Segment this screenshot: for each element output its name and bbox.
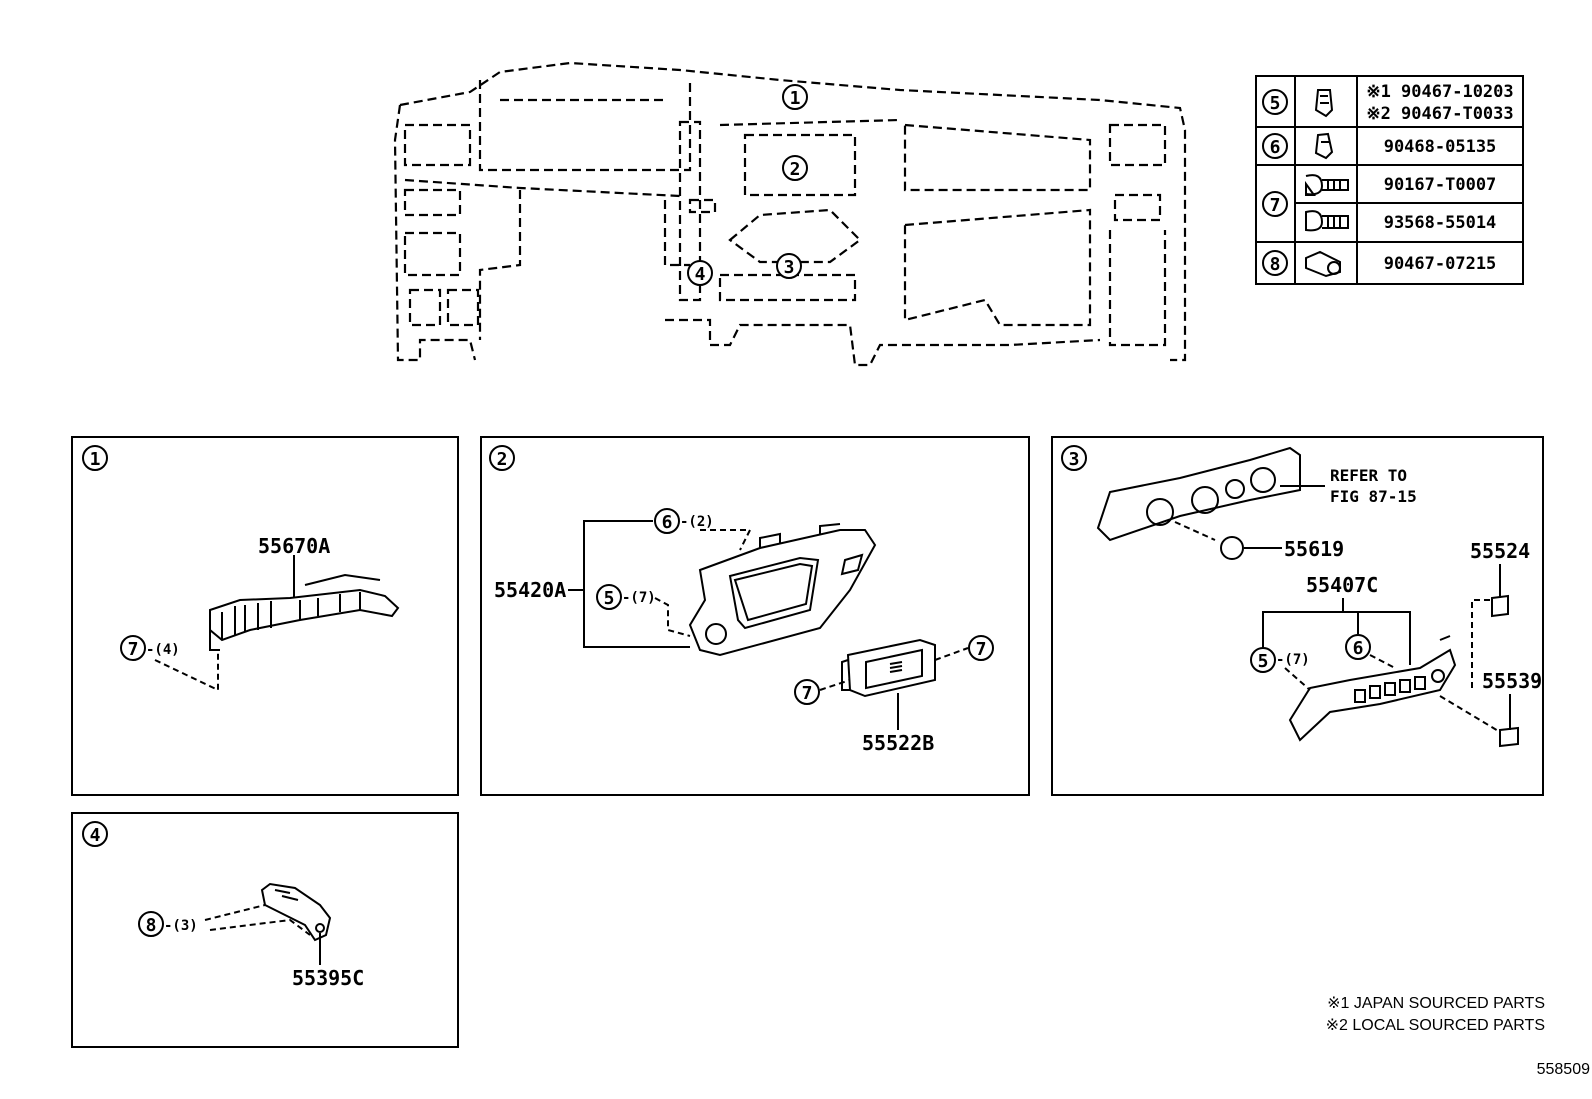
svg-text:3: 3 [784, 257, 795, 278]
svg-text:1: 1 [790, 88, 801, 109]
figure-code: 558509 [1537, 1061, 1590, 1078]
overview-callout-2: 2 [782, 155, 808, 181]
callout-7-left: 7 [802, 683, 813, 704]
callout-6: 6 [662, 512, 673, 533]
table-row: 93568-55014 [1305, 210, 1497, 233]
bolt-icon [1305, 250, 1341, 278]
quantity-3: -(3) [164, 918, 198, 934]
clip-icon [1314, 132, 1334, 160]
callout-6-panel3: 6 [1353, 638, 1364, 659]
dashboard-overview [393, 61, 1187, 367]
svg-text:93568-55014: 93568-55014 [1384, 213, 1497, 233]
panel-2-badge: 2 [497, 449, 508, 470]
callout-7-right: 7 [976, 639, 987, 660]
svg-text:90167-T0007: 90167-T0007 [1384, 175, 1497, 195]
svg-text:6: 6 [1270, 137, 1281, 158]
table-row: 6 90468-05135 [1262, 132, 1497, 160]
part-label-55524: 55524 [1470, 539, 1530, 563]
switch-unit-part [841, 638, 936, 698]
overview-callout-4: 4 [687, 260, 713, 286]
switch-panel-part [1288, 635, 1457, 742]
panel-3: 3 REFER TO FIG 87-15 55619 55524 55407C … [1051, 436, 1544, 796]
svg-text:※2 90467-T0033: ※2 90467-T0033 [1366, 104, 1513, 124]
callout-5: 5 [604, 588, 615, 609]
bracket-part [260, 882, 332, 942]
panel-1: 1 55670A 7 -(4) [71, 436, 459, 796]
knob-icon [1220, 536, 1244, 560]
svg-text:90468-05135: 90468-05135 [1384, 137, 1497, 157]
refer-to-label: REFER TO [1330, 466, 1407, 485]
climate-panel-part [1096, 446, 1301, 542]
callout-8: 8 [146, 915, 157, 936]
panel-4: 4 8 -(3) 55395C [71, 812, 459, 1048]
hardware-table: 5 ※1 90467-10203 ※2 90467-T0033 6 90468-… [1255, 75, 1524, 285]
svg-text:7: 7 [1270, 195, 1281, 216]
svg-text:8: 8 [1270, 254, 1281, 275]
svg-text:90467-07215: 90467-07215 [1384, 254, 1497, 274]
display-panel-part [688, 523, 877, 657]
svg-text:4: 4 [695, 264, 706, 285]
part-label-55420A: 55420A [494, 578, 566, 602]
callout-7: 7 [128, 639, 139, 660]
panel-2: 2 55420A 6 -(2) 5 -(7) 7 [480, 436, 1030, 796]
part-label-55670A: 55670A [258, 534, 330, 558]
panel-4-badge: 4 [90, 825, 101, 846]
screw-icon [1305, 210, 1349, 232]
part-label-55395C: 55395C [292, 966, 364, 990]
svg-text:2: 2 [790, 159, 801, 180]
air-vent-part [209, 573, 400, 651]
clip-icon [1314, 89, 1334, 118]
part-label-55407C: 55407C [1306, 573, 1378, 597]
footnote-local: ※2 LOCAL SOURCED PARTS [1326, 1017, 1545, 1034]
overview-callout-3: 3 [776, 253, 802, 279]
table-row: 7 90167-T0007 [1262, 174, 1497, 217]
quantity-2: -(2) [680, 514, 714, 530]
footnote-japan: ※1 JAPAN SOURCED PARTS [1327, 995, 1545, 1012]
overview-callout-1: 1 [782, 84, 808, 110]
part-label-55619: 55619 [1284, 537, 1344, 561]
quantity-7: -(7) [622, 590, 656, 606]
svg-text:5: 5 [1270, 93, 1281, 114]
panel-3-badge: 3 [1069, 449, 1080, 470]
table-row: 8 90467-07215 [1262, 250, 1497, 278]
fig-reference-label: FIG 87-15 [1330, 487, 1417, 506]
quantity-7-panel3: -(7) [1276, 652, 1310, 668]
quantity-4: -(4) [146, 642, 180, 658]
screw-icon [1305, 174, 1349, 196]
part-label-55522B: 55522B [862, 731, 934, 755]
callout-5-panel3: 5 [1258, 651, 1269, 672]
svg-text:※1 90467-10203: ※1 90467-10203 [1366, 82, 1513, 102]
table-row: 5 ※1 90467-10203 ※2 90467-T0033 [1262, 82, 1514, 124]
panel-1-badge: 1 [90, 449, 101, 470]
part-label-55539: 55539 [1482, 669, 1542, 693]
